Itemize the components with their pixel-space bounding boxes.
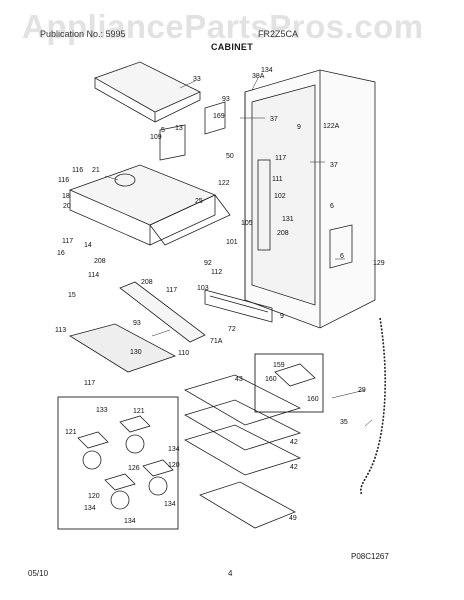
callout-number: 37 (330, 162, 338, 169)
callout-number: 29 (358, 387, 366, 394)
callout-number: 15 (68, 292, 76, 299)
callout-number: 120 (168, 462, 180, 469)
callout-number: 37 (270, 116, 278, 123)
callout-number: 93 (133, 320, 141, 327)
callout-number: 25 (195, 198, 203, 205)
callout-number: 14 (84, 242, 92, 249)
model-number: FR2Z5CA (258, 29, 299, 39)
callout-number: 160 (265, 376, 277, 383)
callout-number: 42 (290, 439, 298, 446)
callout-number: 134 (124, 518, 136, 525)
callout-number: 114 (88, 272, 99, 279)
machine-compartment (68, 164, 231, 246)
callout-number: 20 (63, 203, 71, 210)
callout-number: 134 (261, 67, 273, 74)
callout-number: 116 (72, 167, 83, 174)
callout-number: 109 (150, 134, 162, 141)
callout-number: 21 (92, 167, 100, 174)
callout-number: 49 (289, 515, 297, 522)
callout-number: 133 (96, 407, 108, 414)
callout-number: 129 (373, 260, 385, 267)
callout-number: 38A (252, 73, 265, 80)
callout-number: 131 (282, 216, 294, 223)
callout-number: 130 (130, 349, 142, 356)
drain-inset-frame (254, 353, 324, 413)
power-cord (360, 317, 386, 496)
callout-number: 117 (166, 287, 177, 294)
grille-panel (119, 281, 206, 343)
caster-assemblies (77, 415, 174, 510)
callout-number: 169 (213, 113, 225, 120)
callout-number: 134 (164, 501, 176, 508)
page-number: 4 (228, 569, 233, 578)
callout-number: 134 (168, 446, 180, 453)
callout-number: 9 (297, 124, 301, 131)
callout-number: 208 (94, 258, 106, 265)
callout-number: 120 (88, 493, 100, 500)
hinge-bracket (159, 101, 226, 161)
callout-number: 50 (226, 153, 234, 160)
callout-number: 16 (57, 250, 65, 257)
callout-number: 111 (272, 176, 283, 183)
callout-number: 126 (128, 465, 140, 472)
callout-number: 71A (210, 338, 223, 345)
callout-number: 93 (222, 96, 230, 103)
callout-number: 13 (175, 125, 183, 132)
callout-number: 102 (274, 193, 286, 200)
callout-number: 134 (84, 505, 96, 512)
callout-number: 116 (58, 177, 69, 184)
callout-number: 5 (161, 127, 165, 134)
callout-number: 208 (141, 279, 153, 286)
callout-labels: 33 38A 134 93 169 5 13 109 37 9 122A 122… (55, 67, 385, 525)
publication-number: Publication No.: 5995 (40, 29, 126, 39)
cabinet-shell (244, 69, 376, 329)
top-trough (94, 61, 201, 123)
callout-number: 72 (228, 326, 236, 333)
callout-number: 18 (62, 193, 70, 200)
callout-number: 33 (193, 76, 201, 83)
callout-number: 105 (241, 220, 253, 227)
callout-number: 92 (204, 260, 212, 267)
callout-number: 43 (235, 376, 243, 383)
callout-number: 35 (340, 419, 348, 426)
callout-number: 117 (84, 380, 95, 387)
watermark: AppliancePartsPros.com (22, 8, 424, 45)
callout-number: 103 (197, 285, 209, 292)
callout-number: 159 (273, 362, 285, 369)
callout-number: 6 (340, 253, 344, 260)
callout-number: 101 (226, 239, 238, 246)
base-plate (69, 323, 177, 373)
figure-code: P08C1267 (351, 552, 389, 561)
callout-number: 6 (330, 203, 334, 210)
callout-number: 121 (65, 429, 77, 436)
callout-number: 122A (323, 123, 340, 130)
callout-number: 110 (178, 350, 189, 357)
callout-number: 117 (62, 238, 73, 245)
callout-number: 121 (133, 408, 145, 415)
callout-number: 117 (275, 155, 286, 162)
section-title: CABINET (210, 42, 254, 52)
caster-inset-frame (57, 396, 179, 530)
callout-number: 208 (277, 230, 289, 237)
kickplate (204, 289, 273, 323)
wire-shelves (184, 374, 302, 529)
callout-number: 113 (55, 327, 66, 334)
callout-number: 122 (218, 180, 230, 187)
callout-number: 160 (307, 396, 319, 403)
callout-number: 9 (280, 313, 284, 320)
callout-number: 112 (211, 269, 222, 276)
callout-number: 42 (290, 464, 298, 471)
footer-date: 05/10 (28, 569, 49, 578)
